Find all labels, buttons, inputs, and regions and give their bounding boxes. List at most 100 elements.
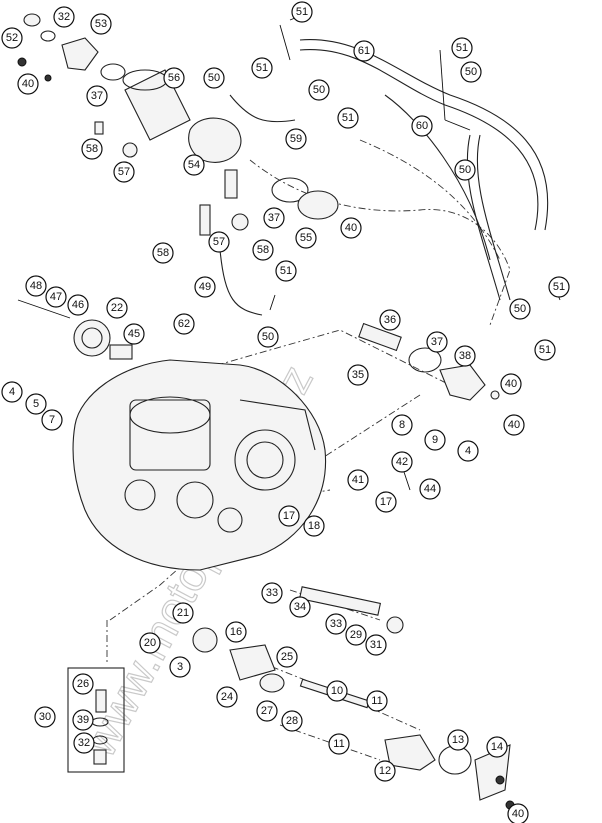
callout-label: 27 [261,705,273,717]
callout-label: 40 [505,378,517,390]
callout-52: 52 [1,27,23,49]
callout-circle [447,729,469,751]
callout-circle [295,227,317,249]
callout-3: 3 [169,656,191,678]
callout-label: 20 [144,637,156,649]
callout-16: 16 [225,621,247,643]
callout-58: 58 [81,138,103,160]
callout-label: 50 [459,164,471,176]
callout-37: 37 [86,85,108,107]
callout-label: 7 [49,414,55,426]
callout-circle [426,331,448,353]
callout-circle [457,440,479,462]
callout-31: 31 [365,634,387,656]
callout-circle [251,57,273,79]
callout-label: 58 [86,143,98,155]
callout-label: 16 [230,626,242,638]
callout-60: 60 [411,115,433,137]
callout-circle [139,632,161,654]
callout-8: 8 [391,414,413,436]
callout-40: 40 [17,73,39,95]
callout-circle [41,409,63,431]
callout-label: 11 [371,695,382,707]
callout-circle [347,364,369,386]
callout-50: 50 [454,159,476,181]
callout-label: 47 [50,291,62,303]
callout-label: 5 [33,398,39,410]
callout-label: 52 [6,32,18,44]
callout-32: 32 [53,6,75,28]
callout-circle [45,286,67,308]
callout-51: 51 [534,339,556,361]
callout-59: 59 [285,128,307,150]
callout-circle [72,709,94,731]
callout-circle [340,217,362,239]
callout-label: 26 [77,678,89,690]
callout-40: 40 [507,803,529,823]
callout-54: 54 [183,154,205,176]
callout-label: 25 [281,651,293,663]
callout-label: 48 [30,280,42,292]
thermostat-housing [358,322,500,401]
callout-label: 51 [342,112,354,124]
callout-label: 50 [514,303,526,315]
callout-51: 51 [291,1,313,23]
callout-40: 40 [503,414,525,436]
callout-label: 21 [177,607,189,619]
callout-14: 14 [486,736,508,758]
callout-circle [53,6,75,28]
callout-label: 37 [91,90,103,102]
callout-circle [451,37,473,59]
callout-circle [1,27,23,49]
callout-53: 53 [90,13,112,35]
callout-label: 31 [370,639,382,651]
callout-circle [173,313,195,335]
callout-circle [256,700,278,722]
callout-50: 50 [203,67,225,89]
callout-circle [113,161,135,183]
callout-circle [345,624,367,646]
callout-circle [225,621,247,643]
callout-circle [325,613,347,635]
callout-label: 40 [508,419,520,431]
callout-circle [203,67,225,89]
callout-circle [34,706,56,728]
callout-circle [252,239,274,261]
callout-label: 46 [72,299,84,311]
callout-circle [81,138,103,160]
callout-label: 59 [290,133,302,145]
callout-55: 55 [295,227,317,249]
callout-label: 4 [465,445,471,457]
callout-label: 50 [313,84,325,96]
callout-47: 47 [45,286,67,308]
callout-label: 9 [432,434,438,446]
callout-label: 58 [257,244,269,256]
callout-51: 51 [337,107,359,129]
callout-25: 25 [276,646,298,668]
coolant-hoses [219,39,549,316]
callout-circle [411,115,433,137]
callout-circle [328,733,350,755]
callout-circle [486,736,508,758]
callout-label: 45 [128,328,140,340]
callout-circle [454,159,476,181]
callout-21: 21 [172,602,194,624]
callout-9: 9 [424,429,446,451]
callout-circle [25,275,47,297]
callout-label: 51 [296,6,308,18]
callout-label: 54 [188,159,200,171]
callout-circle [503,414,525,436]
callout-circle [454,345,476,367]
callout-36: 36 [379,309,401,331]
callout-40: 40 [500,373,522,395]
callout-label: 4 [9,386,15,398]
callout-circle [208,231,230,253]
callout-circle [289,596,311,618]
callout-circle [347,469,369,491]
callout-circle [326,680,348,702]
callout-label: 53 [95,18,107,30]
callout-label: 57 [118,166,130,178]
callout-28: 28 [281,710,303,732]
